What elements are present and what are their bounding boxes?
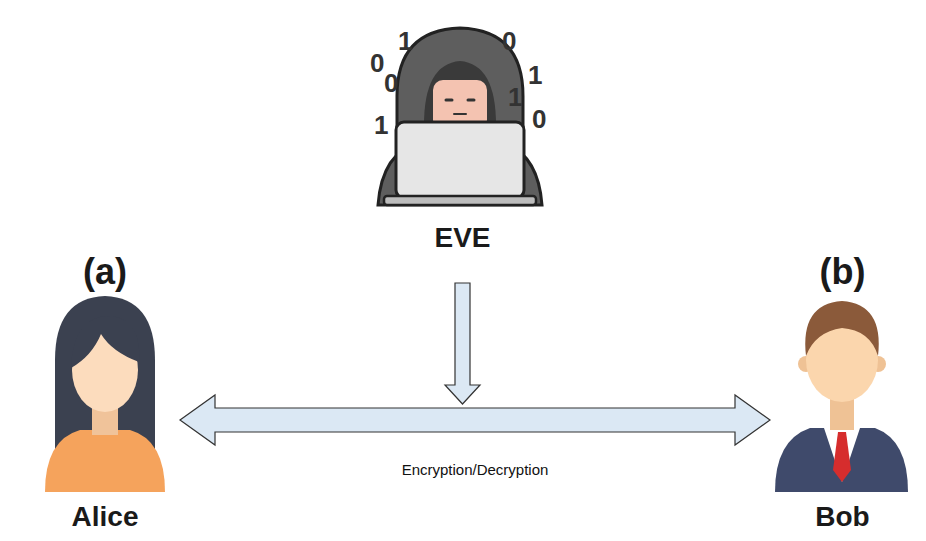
- node-name: EVE: [365, 223, 560, 254]
- figure-node: (b) Bob: [770, 252, 915, 536]
- node-name: Bob: [770, 502, 915, 533]
- binary-digit: 0: [502, 28, 516, 54]
- hacker-icon: [378, 28, 542, 205]
- attack-arrow: [445, 283, 480, 404]
- binary-digit: 0: [384, 70, 398, 96]
- binary-digit: 0: [532, 106, 546, 132]
- binary-digit: 0: [370, 50, 384, 76]
- figure-node: EVE: [365, 20, 560, 260]
- binary-digit: 1: [528, 62, 542, 88]
- bob-icon: [775, 301, 908, 492]
- callout-label: (b): [770, 252, 915, 292]
- alice-icon: [45, 296, 165, 492]
- binary-digit: 1: [374, 112, 388, 138]
- node-name: Alice: [30, 502, 180, 533]
- edge-label: Encryption/Decryption: [399, 460, 552, 479]
- double-arrow: [180, 395, 770, 445]
- figure-node: (a) Alice: [30, 252, 180, 536]
- binary-digit: 1: [508, 84, 522, 110]
- callout-label: (a): [30, 252, 180, 292]
- binary-digit: 1: [398, 28, 412, 54]
